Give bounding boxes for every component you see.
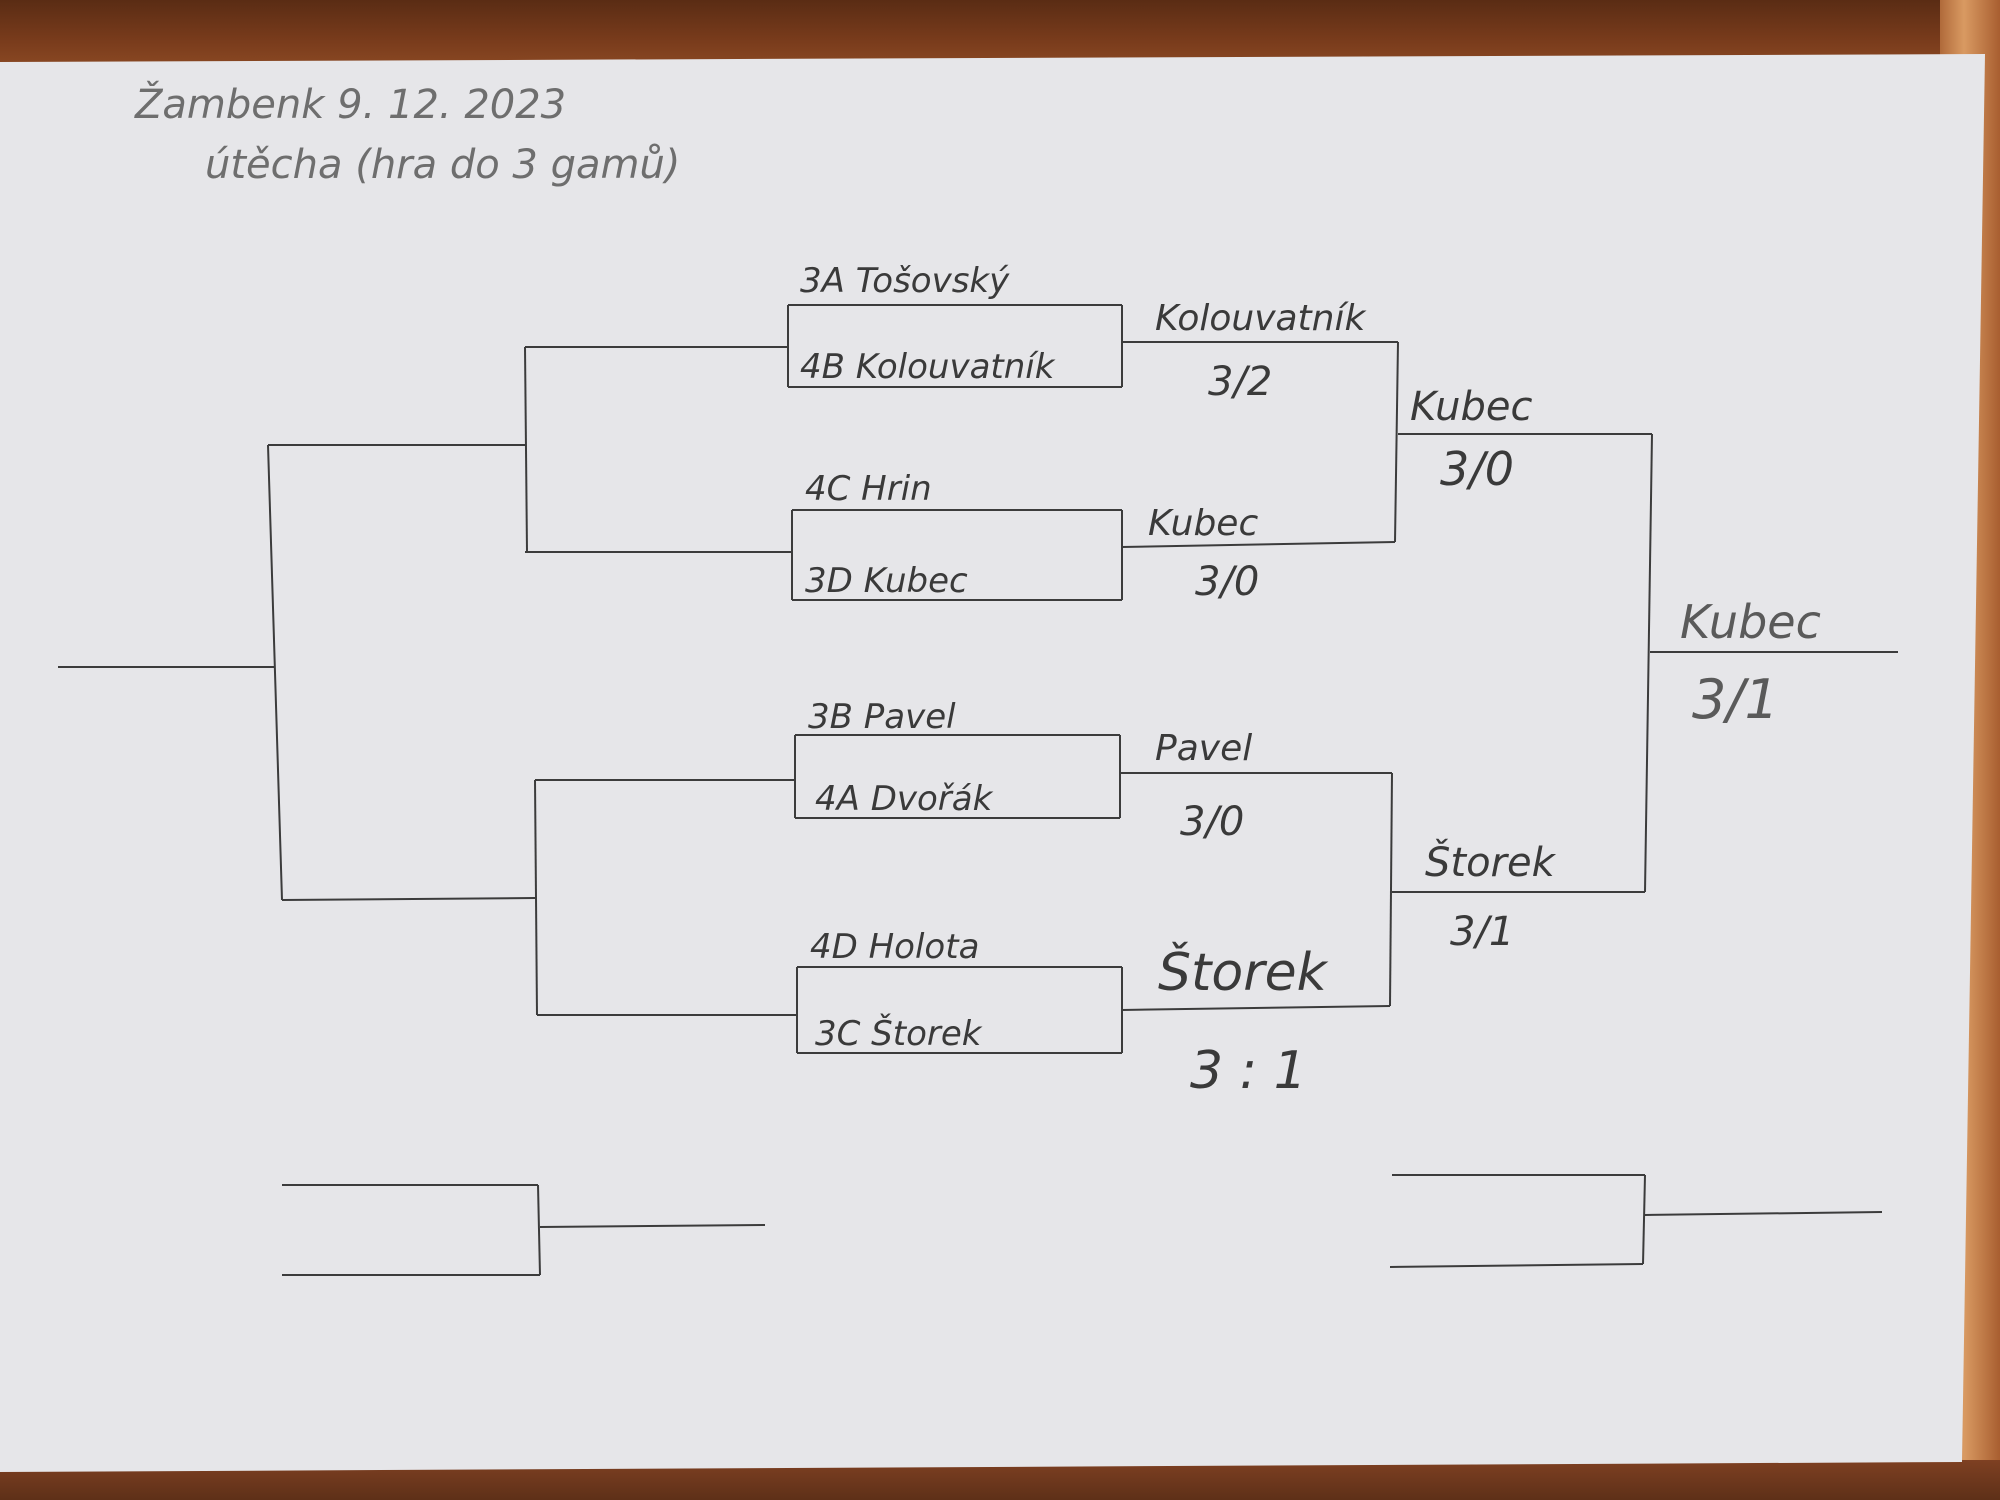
semi-2-winner: Štorek bbox=[1425, 838, 1557, 886]
left-bracket-lines bbox=[58, 346, 797, 1016]
match-4-top-player: 4D Holota bbox=[810, 927, 979, 967]
semi-2-score: 3/1 bbox=[1450, 909, 1514, 955]
result-4-winner: Štorek bbox=[1158, 941, 1329, 1003]
result-3-score: 3/0 bbox=[1180, 799, 1244, 845]
result-1-score: 3/2 bbox=[1208, 359, 1272, 405]
result-3-winner: Pavel bbox=[1155, 728, 1252, 769]
match-3-top-player: 3B Pavel bbox=[808, 697, 956, 737]
match-2-top-player: 4C Hrin bbox=[805, 469, 932, 509]
result-2-score: 3/0 bbox=[1195, 559, 1259, 605]
match-1-top-player: 3A Tošovský bbox=[800, 261, 1010, 301]
paper-background bbox=[0, 54, 1985, 1472]
match-1-bottom-player: 4B Kolouvatník bbox=[800, 347, 1056, 387]
match-box-2: 4C Hrin 3D Kubec bbox=[791, 469, 1123, 601]
result-1-winner: Kolouvatník bbox=[1155, 298, 1367, 339]
final-score: 3/1 bbox=[1692, 668, 1779, 731]
empty-bracket-left bbox=[282, 1184, 766, 1276]
result-2-winner: Kubec bbox=[1148, 503, 1258, 544]
match-box-3: 3B Pavel 4A Dvořák bbox=[794, 697, 1121, 819]
semi-1-winner: Kubec bbox=[1410, 384, 1533, 430]
header-date: Žambenk 9. 12. 2023 bbox=[134, 80, 566, 128]
match-box-1: 3A Tošovský 4B Kolouvatník bbox=[787, 261, 1123, 388]
result-4-score: 3 : 1 bbox=[1190, 1041, 1307, 1101]
match-3-bottom-player: 4A Dvořák bbox=[815, 779, 994, 819]
final-winner: Kubec bbox=[1680, 595, 1821, 649]
empty-bracket-right bbox=[1389, 1174, 1883, 1268]
match-2-bottom-player: 3D Kubec bbox=[805, 561, 968, 601]
match-4-bottom-player: 3C Štorek bbox=[815, 1013, 983, 1054]
match-box-4: 4D Holota 3C Štorek bbox=[796, 927, 1123, 1054]
semi-1-score: 3/0 bbox=[1440, 442, 1514, 496]
header-subtitle: útěcha (hra do 3 gamů) bbox=[205, 142, 680, 188]
